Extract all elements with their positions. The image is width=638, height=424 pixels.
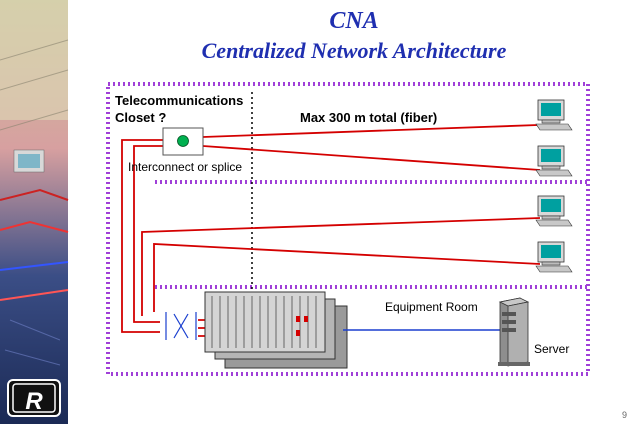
workstation-icon (535, 145, 573, 177)
workstation-icon (535, 241, 573, 273)
server-label: Server (534, 342, 570, 356)
equipment-rack (204, 291, 348, 369)
workstation-icon (535, 99, 573, 131)
left-decorative-strip (0, 0, 69, 424)
diagram-boundary (106, 82, 590, 376)
slide-subtitle: Centralized Network Architecture (201, 38, 507, 63)
slide-title: CNA (329, 8, 379, 34)
cross-connect-symbol (165, 312, 197, 340)
interconnect-label: Interconnect or splice (128, 160, 243, 174)
workstation-icon (535, 195, 573, 227)
page-number: 9 (622, 410, 628, 420)
equipment-room-label: Equipment Room (385, 300, 478, 314)
max-distance-label: Max 300 m total (fiber) (300, 110, 438, 125)
interconnect-box (162, 127, 204, 156)
horizontal-cables (121, 124, 541, 337)
closet-label: Telecommunications Closet ? (115, 93, 244, 125)
company-logo: R (7, 379, 61, 417)
svg-text:R: R (25, 388, 43, 415)
server-icon (498, 297, 530, 367)
